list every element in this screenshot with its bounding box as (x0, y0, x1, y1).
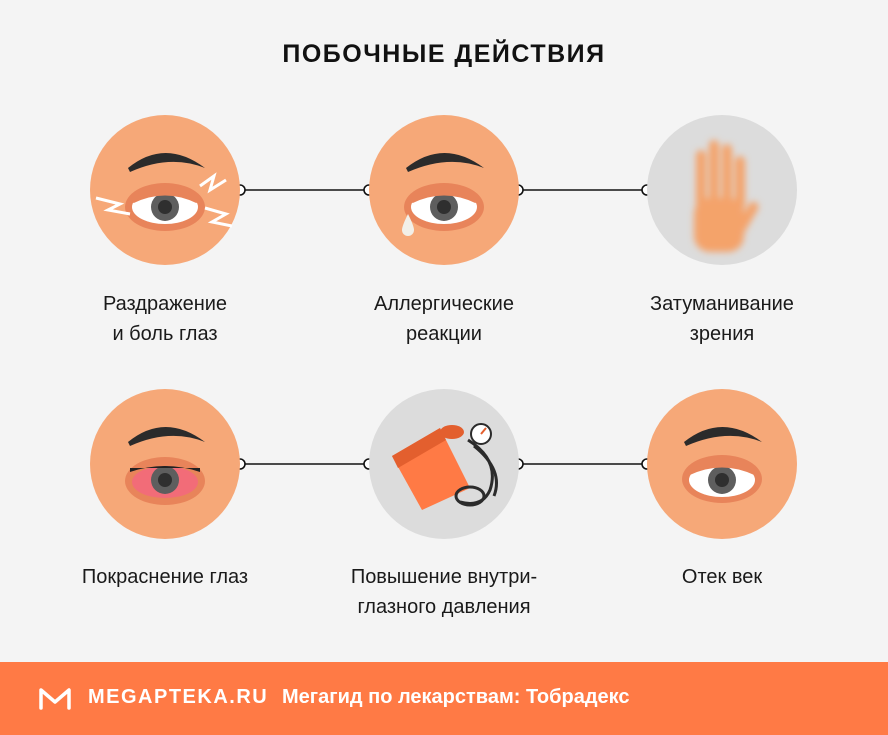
irritated-eye-icon (90, 115, 240, 265)
side-effects-diagram (90, 115, 797, 539)
teary-eye-icon (369, 115, 519, 265)
red-eye-icon (90, 389, 240, 539)
blood-pressure-cuff-icon (369, 389, 519, 539)
footer-bar: MEGAPTEKA.RU Мегагид по лекарствам: Тобр… (0, 662, 888, 735)
megapteka-logo-icon (39, 688, 71, 710)
label-pressure: Повышение внутри- глазного давления (350, 566, 538, 618)
label-allergic: Аллергические реакции (374, 293, 514, 345)
label-redness: Покраснение глаз (81, 566, 249, 588)
blurred-hand-icon (647, 115, 797, 265)
footer-tagline: Мегагид по лекарствам: Тобрадекс (282, 686, 630, 708)
brand-name: MEGAPTEKA.RU (88, 686, 269, 708)
label-blurred-vision: Затуманивание зрения (650, 293, 794, 345)
swollen-eyelid-icon (647, 389, 797, 539)
page-title: ПОБОЧНЫЕ ДЕЙСТВИЯ (282, 40, 606, 68)
label-eyelid-swelling: Отек век (681, 566, 763, 588)
label-irritation: Раздражение и боль глаз (102, 293, 228, 345)
